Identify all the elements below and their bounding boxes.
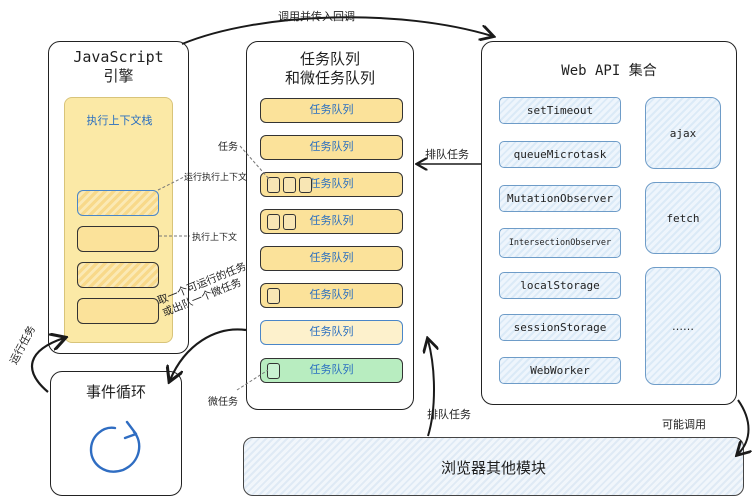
web-api-side-item: ajax	[645, 97, 721, 169]
web-api-item: IntersectionObserver	[499, 228, 621, 258]
run-task-label: 运行任务	[7, 323, 39, 367]
task-queue-title-line1: 任务队列	[299, 50, 360, 68]
web-api-item: MutationObserver	[499, 185, 621, 212]
js-engine-panel: JavaScript 引擎 执行上下文栈	[48, 41, 189, 354]
browser-modules-title: 浏览器其他模块	[440, 459, 546, 477]
call-arrow-label: 调用并传入回调	[278, 10, 355, 23]
execution-context-stack-title: 执行上下文栈	[86, 114, 153, 127]
event-loop-title: 事件循环	[85, 383, 146, 401]
task-queue-title-line2: 和微任务队列	[284, 69, 375, 87]
task-queue-item: 任务队列	[260, 246, 403, 271]
task-queue-item-label: 任务队列	[309, 288, 354, 301]
enqueue-label: 排队任务	[425, 148, 469, 161]
context-label: 执行上下文	[192, 233, 238, 243]
task-chip	[267, 214, 280, 230]
task-chip	[283, 177, 296, 193]
microtask-chip	[267, 363, 280, 379]
execution-context-slot	[77, 298, 159, 324]
running-execution-context	[77, 190, 159, 216]
web-api-item: localStorage	[499, 272, 621, 299]
running-context-label: 运行执行上下文	[184, 173, 248, 183]
task-queue-panel: 任务队列 和微任务队列 任务队列 任务队列 任务队列 任务队列 任务队列 任务队…	[246, 41, 414, 410]
task-queue-item: 任务队列	[260, 98, 403, 123]
web-api-item: sessionStorage	[499, 314, 621, 341]
task-label: 任务	[218, 142, 238, 153]
web-api-panel: Web API 集合 setTimeout queueMicrotask Mut…	[481, 41, 737, 405]
task-chip	[267, 288, 280, 304]
browser-modules-panel: 浏览器其他模块	[243, 437, 744, 496]
js-engine-title-line1: JavaScript	[73, 48, 164, 66]
task-queue-title: 任务队列 和微任务队列	[247, 50, 413, 88]
task-queue-item-label: 任务队列	[309, 214, 354, 227]
loop-icon	[89, 420, 141, 473]
microtask-queue-item: 任务队列	[260, 358, 403, 383]
event-loop-panel: 事件循环	[50, 371, 182, 496]
task-queue-item-label: 任务队列	[309, 177, 354, 190]
web-api-item: setTimeout	[499, 97, 621, 124]
execution-context-slot	[77, 262, 159, 288]
task-queue-item: 任务队列	[260, 135, 403, 160]
may-call-label: 可能调用	[662, 418, 706, 431]
task-queue-item-active: 任务队列	[260, 320, 403, 345]
task-chip	[299, 177, 312, 193]
task-queue-item: 任务队列	[260, 209, 403, 234]
task-chip	[267, 177, 280, 193]
microtask-label: 微任务	[208, 397, 238, 408]
web-api-side-item: ……	[645, 267, 721, 385]
web-api-item: WebWorker	[499, 357, 621, 384]
web-api-title: Web API 集合	[561, 63, 657, 79]
task-queue-item: 任务队列	[260, 283, 403, 308]
js-engine-title-line2: 引擎	[103, 67, 134, 85]
task-queue-item: 任务队列	[260, 172, 403, 197]
js-engine-title: JavaScript 引擎	[49, 48, 188, 86]
module-enqueue-label: 排队任务	[427, 408, 471, 421]
task-chip	[283, 214, 296, 230]
web-api-side-item: fetch	[645, 182, 721, 254]
microtask-queue-item-label: 任务队列	[309, 363, 354, 376]
web-api-item: queueMicrotask	[499, 141, 621, 168]
execution-context-stack: 执行上下文栈	[64, 97, 173, 343]
execution-context-slot	[77, 226, 159, 252]
